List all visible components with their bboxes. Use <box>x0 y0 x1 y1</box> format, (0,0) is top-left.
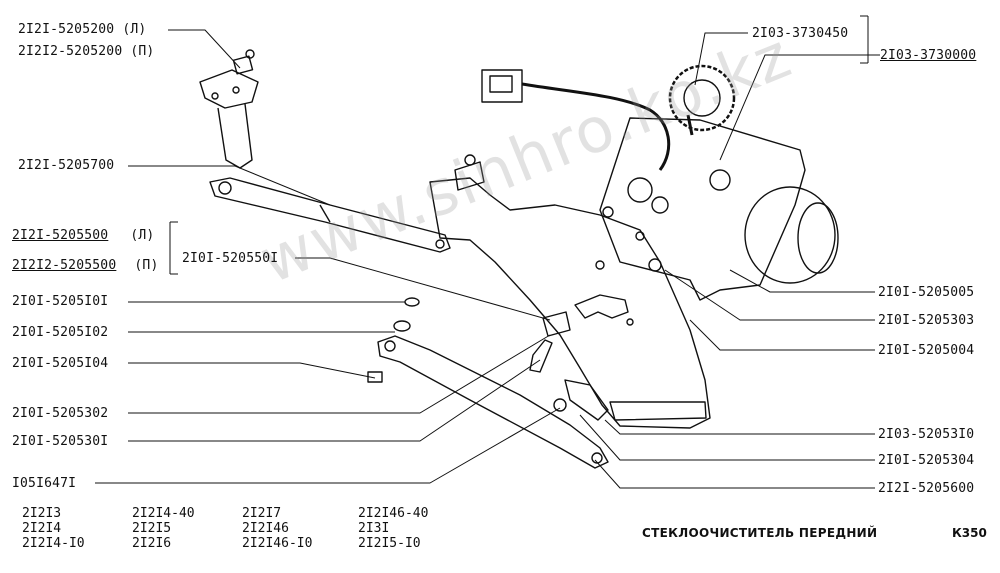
label-rod-p: 2I2I2-5205500 <box>12 258 117 273</box>
label-bolt: I05I647I <box>12 476 77 491</box>
model-item: 2I2I3 <box>22 506 62 521</box>
label-rod-long: 2I2I-5205700 <box>18 158 115 173</box>
model-item: 2I2I46-I0 <box>242 536 313 551</box>
model-item: 2I2I6 <box>132 536 172 551</box>
label-motor-3730000: 2I03-3730000 <box>880 48 977 63</box>
lower-link-rod <box>377 335 609 469</box>
fasteners <box>367 297 571 412</box>
label-5004: 2I0I-5205004 <box>878 343 975 358</box>
leader-lines <box>95 15 880 489</box>
long-link-rod <box>209 177 451 253</box>
label-bushing-302: 2I0I-5205302 <box>12 406 109 421</box>
model-item: 2I2I4 <box>22 521 62 536</box>
model-item: 2I2I46 <box>242 521 289 536</box>
label-5304: 2I0I-5205304 <box>878 453 975 468</box>
wiper-motor <box>599 64 839 301</box>
model-item: 2I2I46-40 <box>358 506 429 521</box>
cable-and-connector <box>481 69 671 171</box>
diagram-caption: СТЕКЛООЧИСТИТЕЛЬ ПЕРЕДНИЙ <box>642 526 878 540</box>
limit-switch-part <box>199 49 259 169</box>
model-col-3: 2I2I7 2I2I46 2I2I46-I0 <box>242 506 312 551</box>
label-washer-2: 2I0I-5205I02 <box>12 325 109 340</box>
label-bushing-301: 2I0I-520530I <box>12 434 109 449</box>
label-rod-p-side: (П) <box>134 258 159 273</box>
label-rod-l: 2I2I-5205500 <box>12 228 109 243</box>
model-col-2: 2I2I4-40 2I2I5 2I2I6 <box>132 506 195 551</box>
label-rod-l-side: (Л) <box>130 228 155 243</box>
label-bracket: 2I0I-520550I <box>182 251 279 266</box>
main-bracket <box>429 154 711 429</box>
model-item: 2I2I7 <box>242 506 282 521</box>
label-rod-l-row: 2I2I-5205500 (Л) <box>12 228 154 243</box>
model-item: 2I3I <box>358 521 390 536</box>
label-switch-l: 2I2I-5205200 (Л) <box>18 22 147 37</box>
label-washer-1: 2I0I-5205I0I <box>12 294 109 309</box>
model-item: 2I2I4-I0 <box>22 536 85 551</box>
model-item: 2I2I4-40 <box>132 506 195 521</box>
label-motor-3730450: 2I03-3730450 <box>752 26 849 41</box>
model-item: 2I2I5-I0 <box>358 536 421 551</box>
label-5303: 2I0I-5205303 <box>878 313 975 328</box>
label-rod-p-row: 2I2I2-5205500 (П) <box>12 258 158 273</box>
label-5310: 2I03-52053I0 <box>878 427 975 442</box>
label-switch-p: 2I2I2-5205200 (П) <box>18 44 155 59</box>
label-nut-4: 2I0I-5205I04 <box>12 356 109 371</box>
model-item: 2I2I5 <box>132 521 172 536</box>
label-5005: 2I0I-5205005 <box>878 285 975 300</box>
sheet-code: К350 <box>952 526 987 540</box>
model-col-1: 2I2I3 2I2I4 2I2I4-I0 <box>22 506 85 551</box>
label-5600: 2I2I-5205600 <box>878 481 975 496</box>
model-col-4: 2I2I46-40 2I3I 2I2I5-I0 <box>358 506 428 551</box>
